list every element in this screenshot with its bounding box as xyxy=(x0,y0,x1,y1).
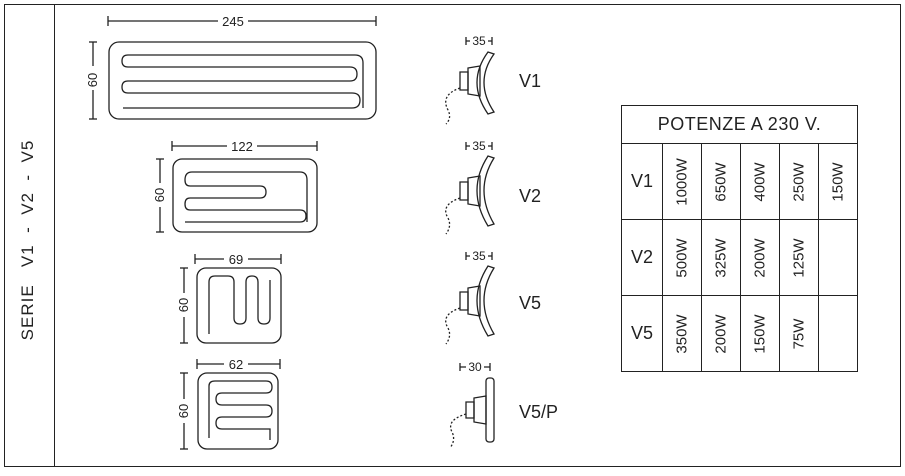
power-table: POTENZE A 230 V. V1 1000W 650W 400W 250W… xyxy=(621,105,858,372)
profile-v5p-depth: 30 xyxy=(468,360,482,374)
profile-v1-label: V1 xyxy=(519,71,541,91)
profile-v5p xyxy=(449,363,495,449)
title-divider xyxy=(54,4,55,467)
power-value: 400W xyxy=(751,161,769,202)
plate-v2 xyxy=(156,141,318,233)
plate-v5 xyxy=(180,254,282,344)
plate4-height-label: 60 xyxy=(176,404,191,418)
plate1-width-label: 245 xyxy=(222,14,244,29)
power-table-title: POTENZE A 230 V. xyxy=(621,105,858,144)
power-value: 325W xyxy=(712,237,730,278)
plate-v5p xyxy=(180,359,281,450)
model-cell: V5 xyxy=(621,295,663,372)
profile-v1 xyxy=(445,37,496,125)
power-value: 650W xyxy=(712,161,730,202)
profile-v1-depth: 35 xyxy=(472,34,486,48)
profile-v5p-label: V5/P xyxy=(519,402,558,422)
profile-v5-label: V5 xyxy=(519,293,541,313)
table-row: V5 350W 200W 150W 75W xyxy=(621,295,858,372)
power-value: 150W xyxy=(751,313,769,354)
profile-v2-label: V2 xyxy=(519,186,541,206)
power-value: 200W xyxy=(751,237,769,278)
plate4-width-label: 62 xyxy=(229,357,243,372)
plate3-height-label: 60 xyxy=(176,298,191,312)
plate2-width-label: 122 xyxy=(231,139,253,154)
plate3-width-label: 69 xyxy=(229,252,243,267)
power-value: 150W xyxy=(829,161,847,202)
table-row: V1 1000W 650W 400W 250W 150W xyxy=(621,143,858,220)
plate2-height-label: 60 xyxy=(152,188,167,202)
profile-v2 xyxy=(445,142,495,235)
profile-v5-depth: 35 xyxy=(472,249,486,263)
profile-v2-depth: 35 xyxy=(472,139,486,153)
plate-v1 xyxy=(89,16,377,120)
power-value: 250W xyxy=(790,161,808,202)
power-value: 350W xyxy=(673,313,691,354)
drawing-frame xyxy=(4,4,901,467)
power-value: 75W xyxy=(790,318,808,349)
power-value: 125W xyxy=(790,237,808,278)
power-value: 1000W xyxy=(673,157,691,206)
profile-v5 xyxy=(445,252,495,345)
power-value: 500W xyxy=(673,237,691,278)
model-cell: V1 xyxy=(621,143,663,220)
power-value: 200W xyxy=(712,313,730,354)
plate1-height-label: 60 xyxy=(85,73,100,87)
table-row: V2 500W 325W 200W 125W xyxy=(621,219,858,296)
model-cell: V2 xyxy=(621,219,663,296)
